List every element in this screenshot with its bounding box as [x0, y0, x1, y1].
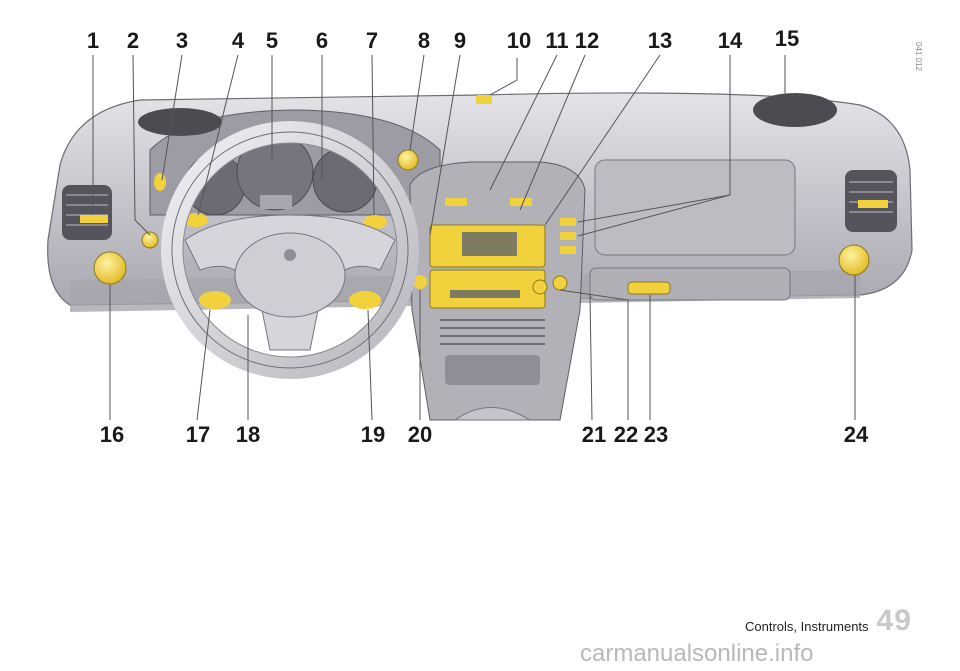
callout-5: 5 [266, 28, 278, 53]
gauge-display [260, 195, 292, 209]
glovebox [594, 159, 796, 256]
callout-16: 16 [100, 422, 124, 447]
console-tray [445, 355, 540, 385]
crest-emblem [284, 249, 296, 261]
callout-13: 13 [648, 28, 672, 53]
callout-10: 10 [507, 28, 531, 53]
callout-11: 11 [545, 28, 568, 53]
callout-15: 15 [775, 26, 799, 51]
radio-display [462, 232, 517, 256]
callout-2: 2 [127, 28, 139, 53]
callout-numbers-top: 1 2 3 4 5 6 7 8 9 10 11 12 13 14 15 [87, 26, 799, 53]
vent-right-top [753, 93, 837, 127]
console-vent-slats [440, 319, 545, 345]
callout-3: 3 [176, 28, 188, 53]
callout-4: 4 [232, 28, 245, 53]
leader-lines [92, 54, 856, 421]
image-code: 041 012 [914, 42, 923, 71]
callout-9: 9 [454, 28, 466, 53]
cd-panel [429, 269, 546, 309]
steering-wheel [161, 121, 419, 379]
gear-tunnel [453, 407, 532, 421]
callout-20: 20 [408, 422, 432, 447]
callout-17: 17 [186, 422, 210, 447]
callout-numbers-bottom: 16 17 18 19 20 21 22 23 24 [100, 422, 869, 447]
callout-23: 23 [644, 422, 668, 447]
vent-left-side [62, 185, 112, 240]
callout-14: 14 [718, 28, 743, 53]
callout-8: 8 [418, 28, 430, 53]
glovebox-lower [589, 267, 791, 301]
callout-18: 18 [236, 422, 260, 447]
highlighted-controls [80, 95, 888, 309]
callout-22: 22 [614, 422, 638, 447]
callout-12: 12 [575, 28, 599, 53]
watermark-text: carmanualsonline.info [580, 640, 814, 667]
callout-19: 19 [361, 422, 385, 447]
callout-1: 1 [87, 28, 99, 53]
page-number: 49 [876, 604, 912, 637]
callout-21: 21 [582, 422, 606, 447]
callout-6: 6 [316, 28, 328, 53]
section-caption: Controls, Instruments [745, 619, 869, 634]
callout-24: 24 [844, 422, 869, 447]
page-footer: Controls, Instruments 49 [745, 604, 912, 638]
cd-slot [450, 290, 520, 298]
vent-left-top [138, 108, 222, 136]
callout-7: 7 [366, 28, 378, 53]
